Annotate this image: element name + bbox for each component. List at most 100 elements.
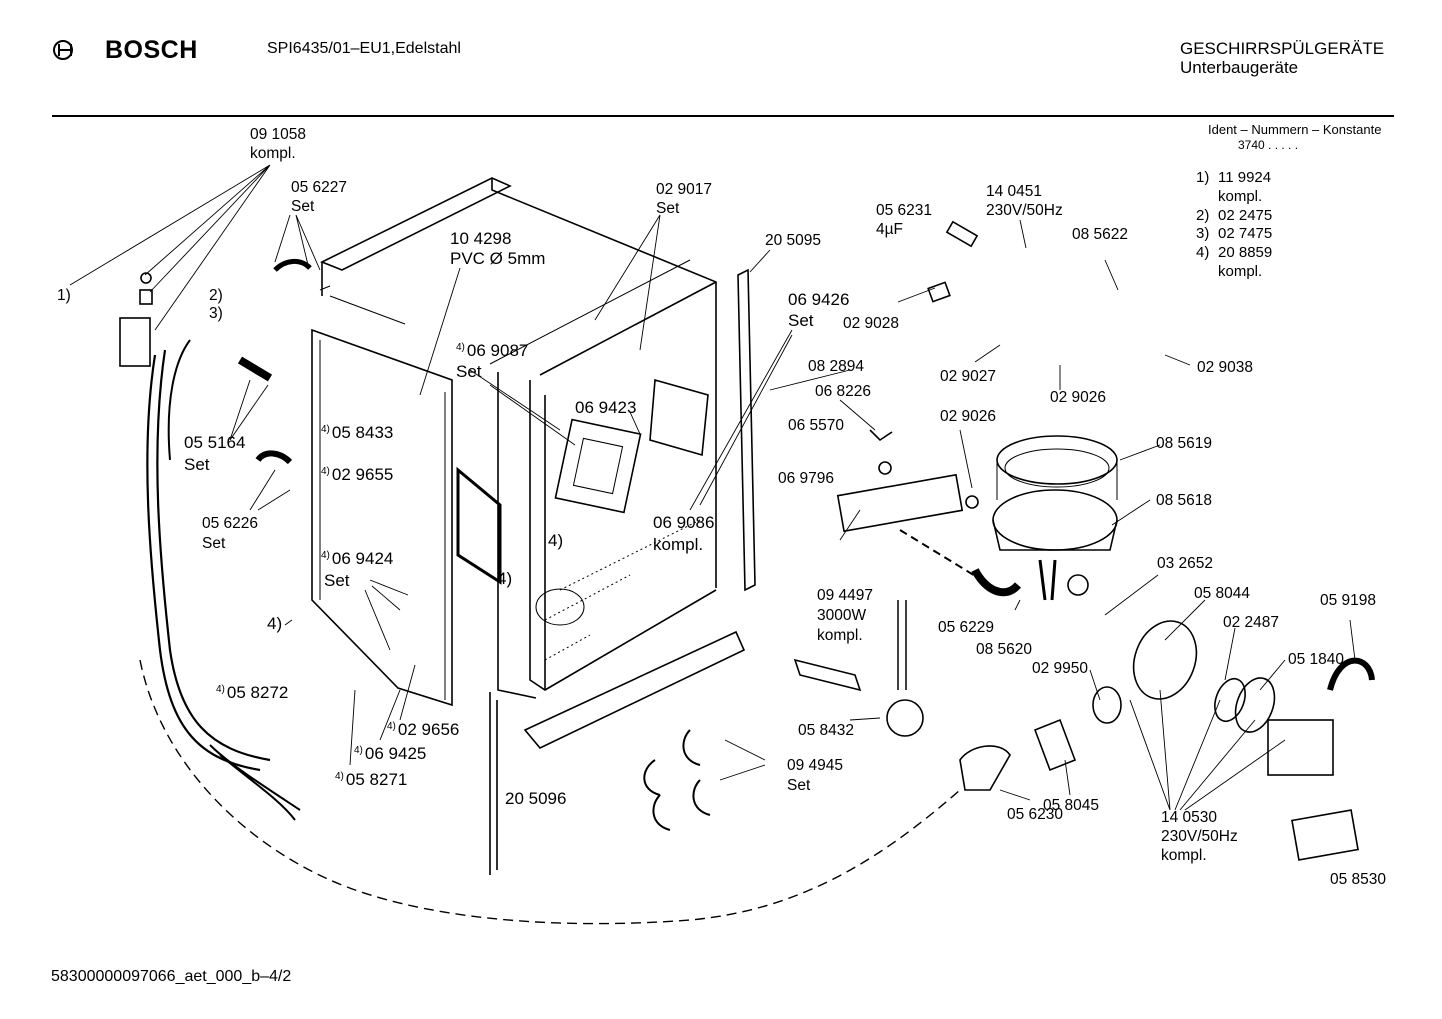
ref-2: 2) <box>209 287 223 304</box>
part-label-029017: 02 9017 <box>656 181 713 198</box>
pump-housing <box>1132 620 1198 700</box>
part-label-029656: 4)02 9656 <box>387 721 459 742</box>
part-label-056231: 05 6231 <box>876 202 933 219</box>
note-key-2: 2) <box>1196 207 1210 224</box>
part-label-055164-sub: Set <box>184 455 210 474</box>
door-gasket <box>456 466 502 585</box>
detergent-dispenser <box>554 418 642 514</box>
ref-4-a: 4) <box>548 531 564 550</box>
part-label-069086: 06 9086 <box>653 513 715 532</box>
tub-top-edge <box>320 177 512 271</box>
part-label-104298-sub: PVC Ø 5mm <box>450 249 546 268</box>
part-label-029656-num: 02 9656 <box>397 720 460 739</box>
part-label-069424-sub: Set <box>324 571 350 590</box>
sump <box>992 489 1118 551</box>
filter-ring <box>996 435 1118 485</box>
heater-unit <box>836 473 964 533</box>
footnote-marker: 4) <box>335 771 344 782</box>
tub-front-opening <box>529 380 717 691</box>
part-label-094945: 09 4945 <box>787 757 844 774</box>
part-label-094497: 09 4497 <box>817 587 874 604</box>
bosch-logo-icon <box>53 40 73 60</box>
part-label-069087-num: 06 9087 <box>466 341 529 360</box>
part-label-022487: 02 2487 <box>1223 614 1280 631</box>
part-label-085620: 08 5620 <box>976 641 1033 658</box>
part-label-059198: 05 9198 <box>1320 592 1377 609</box>
part-label-029655: 4)02 9655 <box>321 466 393 487</box>
part-label-069424-num: 06 9424 <box>331 549 394 568</box>
brand-name: BOSCH <box>105 36 198 64</box>
side-strip-205096 <box>489 692 498 875</box>
part-label-140451: 14 0451 <box>986 183 1043 200</box>
side-strip-205095 <box>737 268 756 592</box>
part-label-056229: 05 6229 <box>938 619 995 636</box>
part-label-069425-num: 06 9425 <box>364 744 427 763</box>
part-label-091058-sub: kompl. <box>250 145 296 162</box>
part-label-058272: 4)05 8272 <box>216 684 288 705</box>
ref-4-b: 4) <box>497 569 513 588</box>
part-label-140451-sub: 230V/50Hz <box>986 202 1063 219</box>
part-label-085619: 08 5619 <box>1156 435 1213 452</box>
part-label-056231-sub: 4µF <box>876 221 904 238</box>
part-label-058432: 05 8432 <box>798 722 855 739</box>
footnote-marker: 4) <box>216 684 225 695</box>
side-panel <box>311 328 453 707</box>
capacitor <box>945 220 979 248</box>
note-text-1b: kompl. <box>1218 188 1263 205</box>
part-label-058530: 05 8530 <box>1330 871 1387 888</box>
drain-connector <box>959 745 1011 791</box>
part-label-058045: 05 8045 <box>1043 797 1100 814</box>
ident-value: 3740 . . . . . <box>1238 138 1299 152</box>
part-label-104298: 10 4298 <box>450 229 512 248</box>
part-label-069796: 06 9796 <box>778 470 835 487</box>
part-label-069086-sub: kompl. <box>653 535 704 554</box>
part-label-056226-sub: Set <box>202 535 226 552</box>
part-label-029026-b: 02 9026 <box>940 408 997 425</box>
part-label-094497-sub: kompl. <box>817 627 863 644</box>
dispenser-lid <box>649 378 709 457</box>
part-label-058271-num: 05 8271 <box>345 770 408 789</box>
note-text-2: 02 2475 <box>1218 207 1273 224</box>
note-text-3: 02 7475 <box>1218 225 1273 242</box>
tub-right-wall <box>491 178 717 588</box>
part-label-029026-a: 02 9026 <box>1050 389 1107 406</box>
part-label-029655-num: 02 9655 <box>331 465 394 484</box>
part-label-069423: 06 9423 <box>575 398 637 417</box>
note-key-4: 4) <box>1196 244 1210 261</box>
document-id: 58300000097066_aet_000_b–4/2 <box>51 968 292 985</box>
part-label-085622: 08 5622 <box>1072 226 1129 243</box>
drain-hose <box>139 659 961 925</box>
part-label-029027: 02 9027 <box>940 368 997 385</box>
part-label-140530: 14 0530 <box>1161 809 1218 826</box>
footnote-marker: 4) <box>456 342 465 353</box>
note-text-1: 11 9924 <box>1218 169 1272 186</box>
part-label-032652: 03 2652 <box>1157 555 1214 572</box>
ref-1: 1) <box>57 287 71 304</box>
part-label-029017-sub: Set <box>656 200 680 217</box>
bracket-058432 <box>793 658 862 692</box>
part-label-051840: 05 1840 <box>1288 651 1345 668</box>
part-label-094497-w: 3000W <box>817 607 867 624</box>
ref-4-c: 4) <box>267 614 283 633</box>
part-label-140530-sub1: 230V/50Hz <box>1161 828 1238 845</box>
part-label-069426: 06 9426 <box>788 290 850 309</box>
pump-cover <box>1291 809 1359 861</box>
part-label-056226: 05 6226 <box>202 515 259 532</box>
part-label-205095: 20 5095 <box>765 232 822 249</box>
pump-motor <box>1267 719 1334 776</box>
part-label-058272-num: 05 8272 <box>226 683 289 702</box>
note-key-1: 1) <box>1196 169 1210 186</box>
part-label-069424: 4)06 9424 <box>321 550 393 571</box>
part-label-069425: 4)06 9425 <box>354 745 426 766</box>
footnote-marker: 4) <box>387 721 396 732</box>
part-label-056227-sub: Set <box>291 198 315 215</box>
part-label-069087: 4)06 9087 <box>456 342 528 363</box>
part-label-029950: 02 9950 <box>1032 660 1089 677</box>
part-label-140530-sub2: kompl. <box>1161 847 1207 864</box>
model-title: SPI6435/01–EU1,Edelstahl <box>267 40 461 57</box>
part-label-068226: 06 8226 <box>815 383 872 400</box>
ident-title: Ident – Nummern – Konstante <box>1208 122 1382 137</box>
part-label-065570: 06 5570 <box>788 417 845 434</box>
pressure-switch <box>886 699 924 737</box>
part-label-056227: 05 6227 <box>291 179 348 196</box>
